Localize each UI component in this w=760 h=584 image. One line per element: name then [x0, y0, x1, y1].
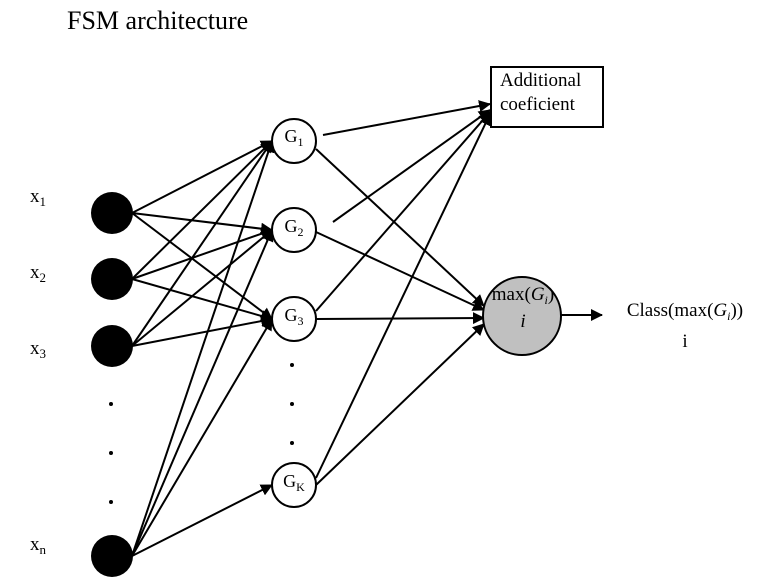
additional-coefficient-box: Additional coeficient — [490, 66, 604, 128]
hidden-node-4 — [271, 462, 317, 508]
edge-x2-g2 — [131, 227, 273, 280]
input-label-x3: x3 — [30, 338, 46, 361]
hidden-ellipsis-dot-1 — [290, 363, 294, 367]
hidden-ellipsis-dot-3 — [290, 441, 294, 445]
edge-g2-additional — [332, 109, 491, 223]
input-node-4 — [91, 535, 133, 577]
edge-g3-max — [315, 312, 485, 325]
max-node — [482, 276, 562, 356]
edge-x2-g3 — [131, 278, 273, 322]
additional-box-line1: Additional — [500, 70, 582, 91]
edge-x4-g1 — [131, 140, 275, 557]
edge-gk-max — [315, 323, 485, 486]
hidden-node-1 — [271, 118, 317, 164]
max-node-label: max(Gi) i — [491, 284, 555, 332]
edge-x1-g3 — [131, 212, 273, 320]
input-node-1 — [91, 192, 133, 234]
hidden-label-gk: GK — [283, 471, 305, 494]
edge-g2-max — [315, 231, 485, 311]
input-ellipsis-dot-2 — [109, 451, 113, 455]
edge-x1-g2 — [131, 212, 273, 235]
hidden-ellipsis-dot-2 — [290, 402, 294, 406]
additional-box-line2: coeficient — [500, 94, 575, 115]
edge-g1-additional — [322, 100, 491, 136]
edge-x3-g3 — [131, 315, 273, 347]
edge-x3-g2 — [131, 229, 273, 347]
input-label-x1: x1 — [30, 186, 46, 209]
hidden-node-2 — [271, 207, 317, 253]
edge-gk-additional — [315, 113, 491, 479]
hidden-label-g2: G2 — [284, 216, 304, 239]
edge-x3-g1 — [131, 140, 273, 347]
hidden-label-g1: G1 — [284, 126, 304, 149]
input-ellipsis-dot-3 — [109, 500, 113, 504]
hidden-label-g3: G3 — [284, 305, 304, 328]
diagram-title: FSM architecture — [67, 6, 249, 35]
edge-x4-g2 — [131, 229, 274, 557]
input-node-3 — [91, 325, 133, 367]
input-label-xn: xn — [30, 534, 46, 557]
input-ellipsis-dot-1 — [109, 402, 113, 406]
output-class-label: Class(max(Gi)) i — [626, 300, 744, 352]
edge-x1-g1 — [131, 140, 273, 214]
edge-x4-g3 — [131, 318, 273, 557]
hidden-node-3 — [271, 296, 317, 342]
edge-x2-g1 — [131, 140, 273, 280]
edge-x4-g4 — [131, 484, 273, 557]
edge-g3-additional — [315, 111, 491, 312]
input-node-2 — [91, 258, 133, 300]
edge-g1-max — [315, 148, 485, 307]
input-label-x2: x2 — [30, 262, 46, 285]
